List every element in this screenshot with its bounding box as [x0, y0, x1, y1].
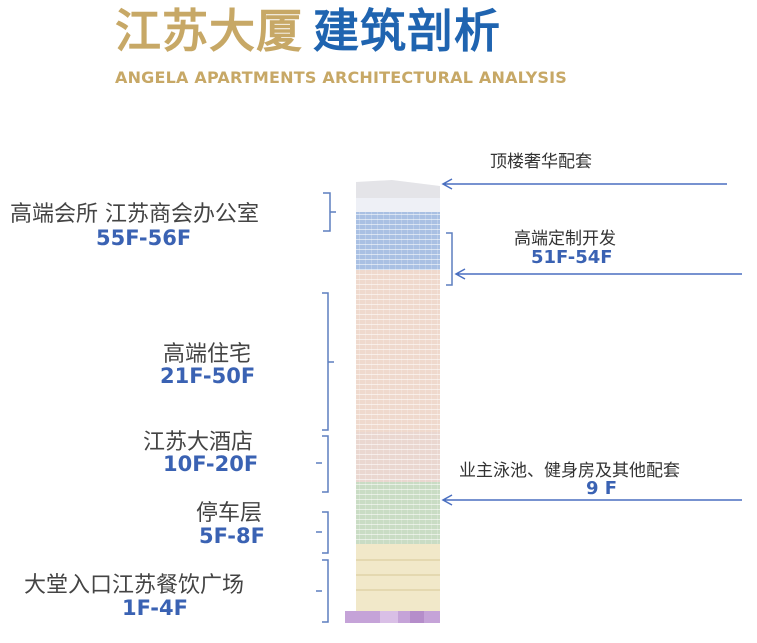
label-top-floor-amenities: 顶楼奢华配套 — [490, 152, 592, 172]
title-cn-blue: 建筑剖析 — [313, 4, 501, 58]
bracket-55-56 — [323, 192, 336, 232]
label-residences: 高端住宅 — [163, 342, 252, 367]
bracket-5-8 — [316, 511, 329, 554]
bracket-21-50 — [322, 292, 334, 431]
label-floors-21-50: 21F-50F — [160, 364, 256, 388]
label-floors-10-20: 10F-20F — [163, 452, 259, 476]
tower-crown-band — [356, 198, 440, 212]
label-lobby-dining: 大堂入口江苏餐饮广场 — [24, 573, 245, 598]
label-floors-51-54: 51F-54F — [531, 247, 613, 268]
label-hotel: 江苏大酒店 — [143, 430, 254, 455]
title-cn-gold: 江苏大厦 — [115, 4, 303, 58]
bracket-1-4 — [316, 559, 329, 623]
title-en: ANGELA APARTMENTS ARCHITECTURAL ANALYSIS — [115, 68, 567, 87]
label-owner-amenities: 业主泳池、健身房及其他配套 — [459, 461, 680, 481]
tower — [345, 180, 440, 623]
arrow-top-floor — [441, 178, 727, 190]
label-floors-5-8: 5F-8F — [199, 524, 265, 548]
label-floors-55-56: 55F-56F — [96, 226, 192, 250]
label-parking: 停车层 — [196, 501, 263, 526]
page-title: 江苏大厦建筑剖析 — [115, 2, 501, 60]
tower-section-podium — [356, 544, 440, 612]
label-custom-development: 高端定制开发 — [514, 229, 616, 249]
label-floor-9: 9 F — [586, 478, 618, 499]
label-floors-1-4: 1F-4F — [122, 596, 188, 620]
bracket-51-54 — [446, 232, 453, 286]
arrow-51-54 — [454, 268, 742, 280]
arrow-9f — [441, 494, 742, 506]
label-club-offices: 高端会所 江苏商会办公室 — [10, 202, 259, 227]
bracket-10-20 — [316, 435, 329, 493]
